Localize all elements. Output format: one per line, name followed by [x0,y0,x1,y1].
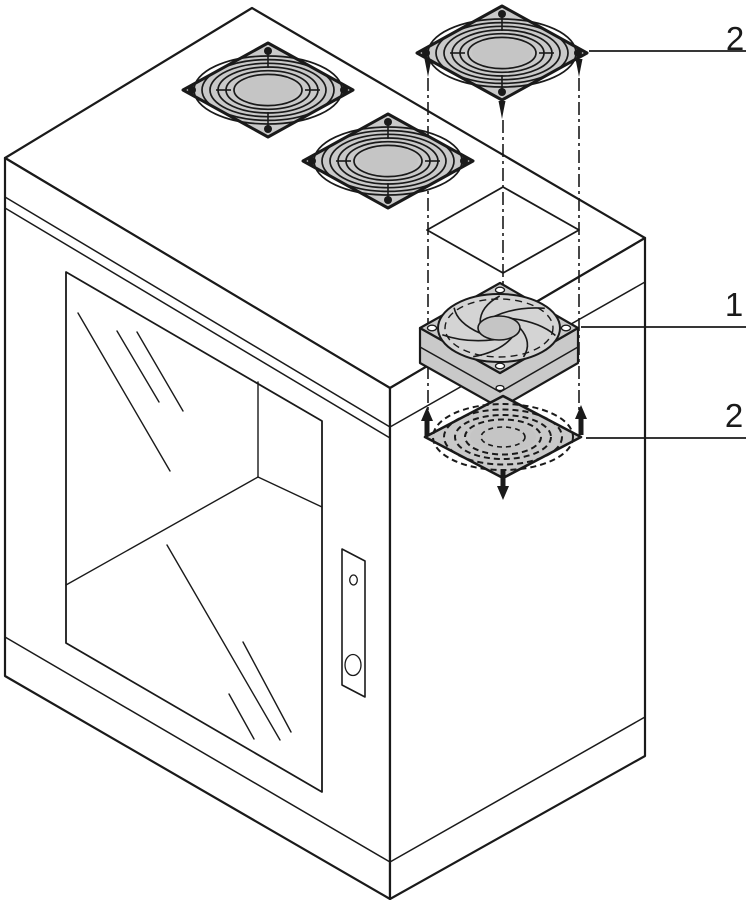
door-lock-plate [341,548,366,698]
cabinet [3,6,647,900]
glass-reflection-lines [77,312,292,741]
base-edge-front [4,636,391,863]
fan-blades [442,295,556,358]
guard-pin-left [424,59,432,77]
callout-label-fan-unit: 1 [725,286,743,323]
exploded-top-fan-guard [415,4,589,119]
interior-through-glass [65,381,323,586]
rivet-pin-left [421,407,433,437]
lock-hole-small [349,574,358,586]
top-frame-edge-front [4,196,391,428]
lock-hole-large [344,653,362,677]
fan-corner-holes [426,286,572,392]
cabinet-right-side-face [388,236,647,900]
exploded-bottom-fan-guard [421,394,587,500]
callout-leaders [581,50,746,439]
door-window [65,271,323,793]
rivet-pin-right [575,405,587,435]
fan-hub [477,315,521,341]
fan-unit [418,281,580,410]
bottom-guard-center [470,422,536,452]
rivet-pin-front [497,470,509,500]
guard-pin-front [498,101,506,119]
callout-label-bottom-guard: 2 [725,397,743,434]
fan-rotor-hidden-edge [444,298,554,358]
base-edge-side [389,716,646,863]
door-top-edge [4,207,391,439]
callout-label-top-guard: 2 [726,20,744,57]
fan-flange-line [419,346,579,393]
guard-pin-right [575,59,583,77]
